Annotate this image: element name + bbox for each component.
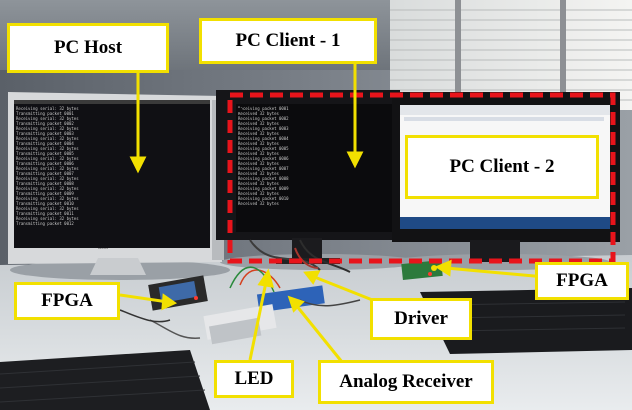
label-analog-receiver: Analog Receiver bbox=[318, 360, 494, 404]
label-fpga-right: FPGA bbox=[535, 262, 629, 300]
label-pc-client-1: PC Client - 1 bbox=[199, 18, 377, 64]
label-pc-client-2: PC Client - 2 bbox=[405, 135, 599, 199]
label-led: LED bbox=[214, 360, 294, 398]
svg-text:acer: acer bbox=[98, 245, 110, 251]
label-fpga-left: FPGA bbox=[14, 282, 120, 320]
label-pc-host: PC Host bbox=[7, 23, 169, 73]
label-driver: Driver bbox=[370, 298, 472, 340]
pc-client-2-terminal bbox=[238, 108, 242, 112]
